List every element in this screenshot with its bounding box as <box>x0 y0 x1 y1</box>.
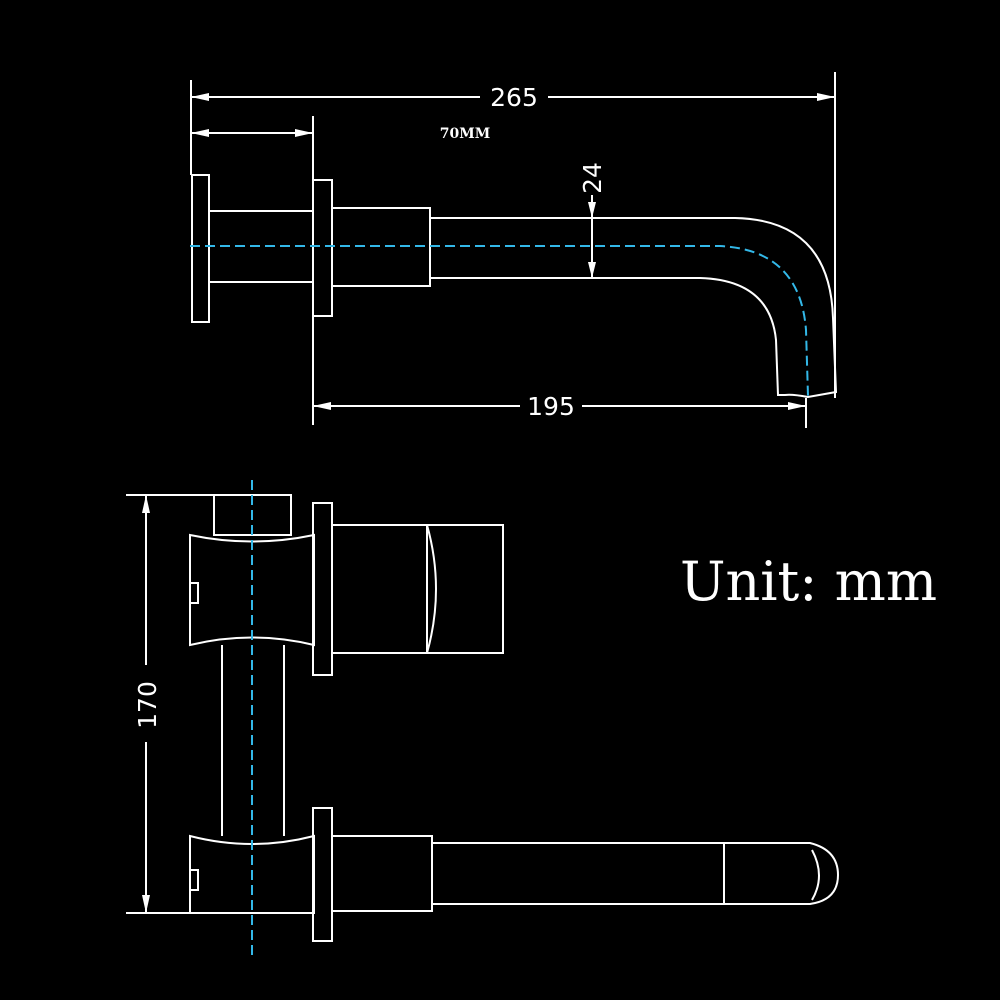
handle-lever <box>425 524 504 654</box>
label-mask <box>341 113 429 153</box>
dim-text-265: 265 <box>490 83 538 112</box>
connector-pipe <box>221 645 285 836</box>
spout-pipe <box>430 217 838 399</box>
dimension-24 <box>588 195 596 278</box>
centerline-top <box>190 245 809 397</box>
spout-top <box>431 842 840 905</box>
upper-slot <box>189 582 199 604</box>
dim-text-170: 170 <box>133 681 162 729</box>
dimension-70mm <box>191 113 429 425</box>
dimension-170 <box>126 494 255 914</box>
lower-slot <box>189 869 199 891</box>
top-elevation <box>126 494 840 942</box>
unit-label: Unit: mm <box>680 550 937 613</box>
upper-valve-cap <box>213 494 292 536</box>
dim-text-24: 24 <box>578 162 607 194</box>
dim-text-195: 195 <box>527 392 575 421</box>
side-elevation <box>190 72 838 428</box>
spout-tip-curve <box>811 849 820 901</box>
back-plate <box>191 174 210 323</box>
dim-text-70mm: 70MM <box>440 126 490 142</box>
dimension-195 <box>313 398 807 428</box>
handle-collar <box>331 524 428 654</box>
